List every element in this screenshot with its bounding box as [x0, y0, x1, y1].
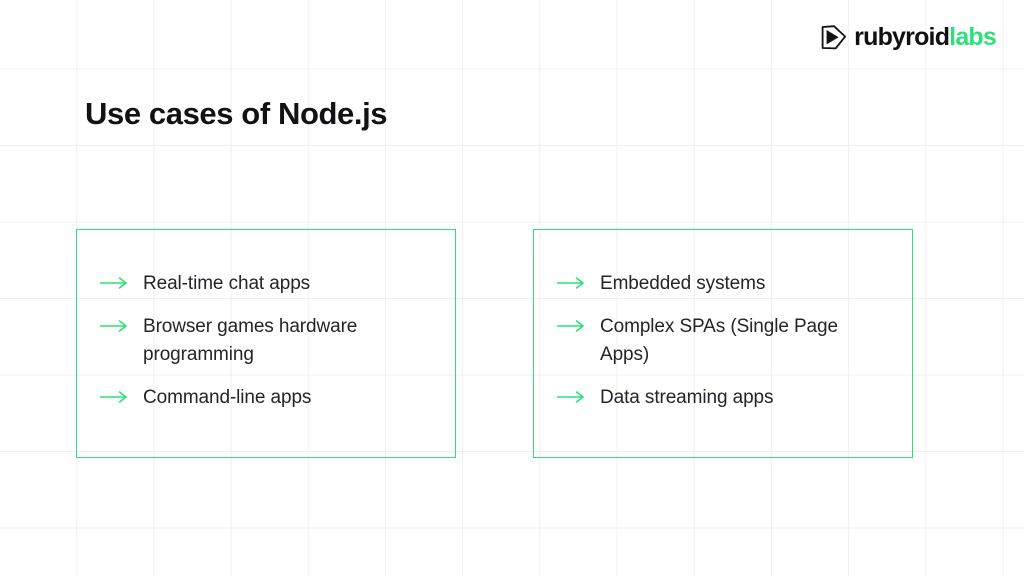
long-right-arrow-icon: [557, 277, 584, 289]
long-right-arrow-icon: [100, 277, 127, 289]
long-right-arrow-icon: [557, 320, 584, 332]
list-item: Command-line apps: [99, 384, 433, 412]
list-item-label: Command-line apps: [143, 387, 312, 408]
use-cases-card-right: Embedded systems Complex SPAs (Single Pa…: [533, 229, 913, 458]
brand-logo[interactable]: rubyroidlabs: [821, 23, 997, 51]
list-item-label: Browser games hardware programming: [143, 316, 358, 365]
use-cases-card-left: Real-time chat apps Browser games hardwa…: [76, 229, 456, 458]
long-right-arrow-icon: [100, 320, 127, 332]
long-right-arrow-icon: [100, 391, 127, 403]
rubyroid-labs-mark-icon: [821, 25, 847, 50]
brand-logo-text: rubyroidlabs: [854, 23, 997, 51]
list-item-label: Embedded systems: [600, 273, 766, 294]
list-item-label: Real-time chat apps: [143, 273, 311, 294]
list-item: Real-time chat apps: [99, 270, 433, 298]
list-item: Browser games hardware programming: [99, 313, 433, 369]
list-item: Embedded systems: [556, 270, 890, 298]
list-item: Complex SPAs (Single Page Apps): [556, 313, 890, 369]
page-title: Use cases of Node.js: [85, 96, 388, 131]
list-item-label: Complex SPAs (Single Page Apps): [600, 316, 838, 365]
brand-name-primary: rubyroid: [854, 23, 950, 51]
use-cases-container: Real-time chat apps Browser games hardwa…: [76, 229, 913, 458]
list-item: Data streaming apps: [556, 384, 890, 412]
brand-name-accent: labs: [949, 23, 997, 51]
list-item-label: Data streaming apps: [600, 387, 774, 408]
long-right-arrow-icon: [557, 391, 584, 403]
